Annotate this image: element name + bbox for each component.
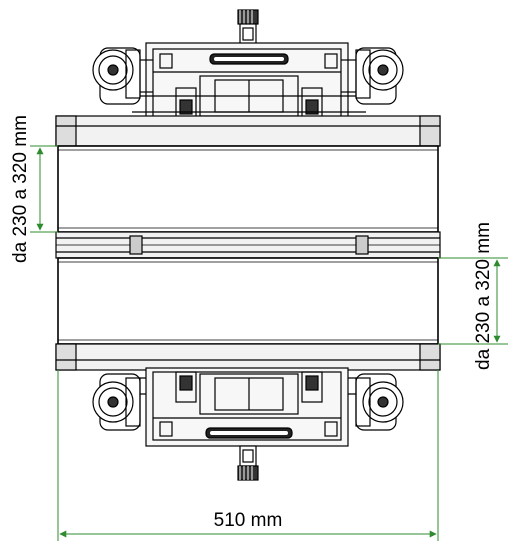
left-range-label: da 230 a 320 mm bbox=[10, 115, 31, 263]
right-range-dimension bbox=[438, 257, 508, 345]
top-left-wheel-icon bbox=[92, 49, 141, 99]
top-right-wheel-icon bbox=[355, 49, 404, 99]
top-motor-icon bbox=[237, 9, 259, 45]
lower-belt bbox=[57, 257, 439, 345]
bottom-drive-assembly bbox=[92, 367, 404, 481]
conveyor-body bbox=[55, 115, 441, 371]
bottom-right-wheel-icon bbox=[355, 377, 404, 427]
width-label: 510 mm bbox=[214, 510, 283, 531]
width-dimension bbox=[57, 370, 439, 541]
right-range-label: da 230 a 320 mm bbox=[473, 222, 494, 370]
bottom-motor-icon bbox=[237, 445, 259, 481]
center-rail bbox=[55, 231, 441, 259]
top-drive-assembly bbox=[92, 9, 404, 124]
bottom-left-wheel-icon bbox=[92, 377, 141, 427]
upper-belt bbox=[57, 145, 439, 233]
left-range-dimension bbox=[30, 145, 58, 233]
